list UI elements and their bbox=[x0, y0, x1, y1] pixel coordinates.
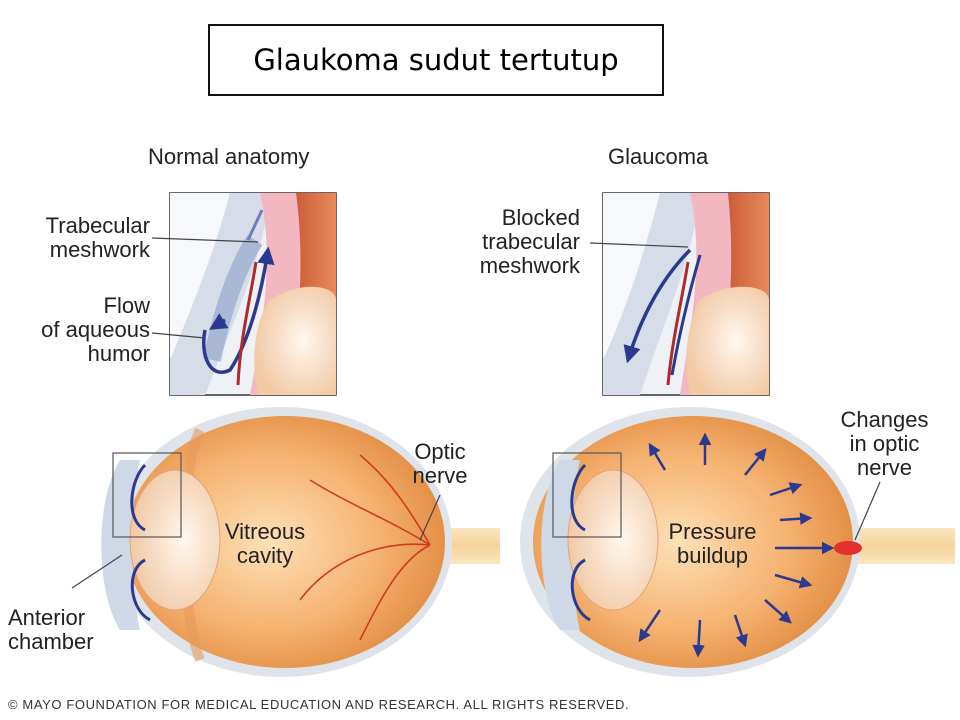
normal-inset bbox=[169, 192, 337, 396]
pressure-arrows bbox=[638, 432, 835, 658]
trabecular-meshwork-label: Trabecular meshwork bbox=[45, 213, 150, 262]
glaucoma-inset bbox=[602, 192, 770, 396]
normal-anatomy-heading: Normal anatomy bbox=[148, 144, 310, 169]
normal-eye bbox=[101, 407, 500, 677]
flow-aqueous-humor-label: Flow of aqueous humor bbox=[41, 293, 150, 366]
page-title: Glaukoma sudut tertutup bbox=[253, 43, 619, 77]
changes-optic-nerve-label: Changes in optic nerve bbox=[840, 407, 929, 480]
anterior-chamber-label: Anterior chamber bbox=[8, 605, 94, 654]
vitreous-cavity-label: Vitreous cavity bbox=[224, 519, 306, 568]
optic-nerve-label: Optic nerve bbox=[412, 439, 468, 488]
title-box: Glaukoma sudut tertutup bbox=[208, 24, 664, 96]
copyright-notice: © MAYO FOUNDATION FOR MEDICAL EDUCATION … bbox=[8, 697, 630, 712]
pressure-buildup-label: Pressure buildup bbox=[668, 519, 757, 568]
blocked-trabecular-meshwork-label: Blocked trabecular meshwork bbox=[479, 205, 580, 278]
glaucoma-heading: Glaucoma bbox=[608, 144, 709, 169]
